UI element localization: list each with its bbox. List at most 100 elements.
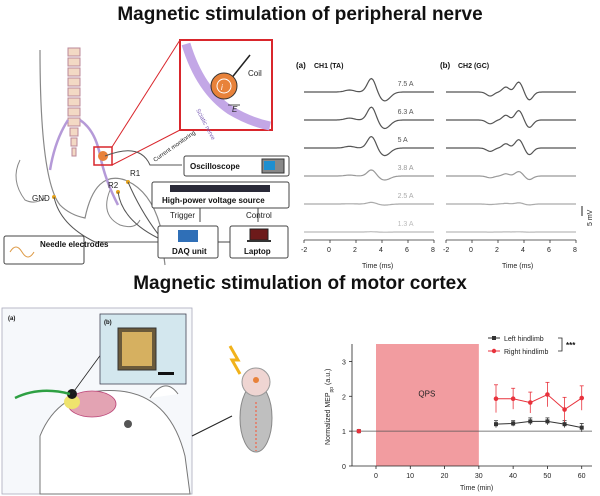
emg-trace	[446, 138, 576, 156]
qps-region	[376, 344, 479, 466]
sciatic-nerve-left	[48, 119, 70, 171]
rat-left-leg	[15, 159, 46, 203]
data-point	[579, 425, 584, 430]
current-i-label: i	[221, 83, 223, 92]
laptop-icon	[249, 228, 269, 241]
gnd-cable	[53, 196, 158, 243]
rat-head	[39, 390, 191, 495]
daq-label: DAQ unit	[172, 247, 207, 256]
top-title: Magnetic stimulation of peripheral nerve	[117, 4, 483, 25]
cortex-panel-a-letter: (a)	[8, 316, 15, 322]
e-field-label: E	[232, 105, 238, 114]
emg-x-tick-label: 6	[547, 247, 551, 254]
legend-marker	[492, 336, 496, 340]
emg-panel-b-letter: (b)	[440, 61, 451, 70]
coil-cable	[104, 150, 182, 166]
data-point	[528, 419, 533, 424]
laptop-label: Laptop	[244, 247, 271, 256]
mep-y-tick-label: 1	[342, 429, 346, 436]
emg-panel-b-channel: CH2 (GC)	[458, 63, 489, 70]
current-label: 3.8 A	[398, 165, 414, 172]
significance-bracket	[558, 337, 563, 352]
rat-right-leg	[106, 189, 141, 228]
r2-cable	[117, 191, 159, 239]
emg-trace	[446, 109, 576, 129]
emg-x-tick-label: 8	[573, 247, 577, 254]
emg-trace	[304, 77, 434, 102]
zoom-coil	[210, 72, 238, 100]
emg-xlabel-ch1: Time (ms)	[362, 263, 393, 270]
trigger-label: Trigger	[170, 211, 195, 220]
emg-x-tick-label: -2	[301, 247, 307, 254]
emg-trace	[304, 169, 434, 181]
current-label: 7.5 A	[398, 81, 414, 88]
r2-label: R2	[108, 181, 119, 190]
zoom-nerve	[181, 42, 271, 131]
coil-photo-scalebar	[158, 372, 174, 375]
mep-x-tick-label: 40	[509, 473, 517, 480]
mep-x-tick-label: 0	[374, 473, 378, 480]
legend-label: Left hindlimb	[504, 336, 544, 343]
r1-label: R1	[130, 169, 141, 178]
emg-x-tick-label: 4	[379, 247, 383, 254]
emg-x-tick-label: 2	[353, 247, 357, 254]
emg-trace	[446, 202, 576, 206]
significance-marker: ***	[566, 341, 576, 350]
emg-x-tick-label: 0	[469, 247, 473, 254]
data-point	[356, 428, 362, 434]
mep-x-tick-label: 30	[475, 473, 483, 480]
emg-x-tick-label: 8	[431, 247, 435, 254]
data-point	[511, 421, 516, 426]
data-point	[545, 419, 550, 424]
emg-traces-ch2	[446, 81, 576, 233]
emg-x-tick-label: 4	[521, 247, 525, 254]
rat-topview-coil	[253, 377, 259, 383]
data-point	[579, 395, 585, 401]
mep-y-tick-label: 3	[342, 359, 346, 366]
oscilloscope-label: Oscilloscope	[190, 162, 240, 171]
control-label: Control	[246, 211, 272, 220]
power-source-label: High-power voltage source	[162, 196, 265, 205]
current-label: 6.3 A	[398, 109, 414, 116]
spine	[67, 47, 81, 157]
data-point	[527, 400, 533, 405]
current-label: 1.3 A	[398, 221, 414, 228]
zoom-line-top	[111, 39, 181, 148]
peripheral-setup-diagram: i Coil Sciatic nerve E GND R2 R1 Current…	[3, 39, 290, 266]
current-label: 2.5 A	[398, 193, 414, 200]
coil-lead-wire	[14, 389, 71, 400]
series-line	[496, 393, 582, 411]
zoom-line-bottom	[111, 129, 181, 166]
needle-electrodes-box	[3, 235, 85, 265]
emg-traces-figure: (a) CH1 (TA) (b) CH2 (GC) 7.5 A6.3 A5 A3…	[296, 61, 594, 270]
r1-cable	[127, 181, 159, 235]
data-point	[494, 422, 498, 427]
coil-windings	[122, 332, 152, 366]
data-point	[545, 392, 550, 397]
rat-body-outline	[39, 49, 166, 266]
coil-marker	[98, 151, 108, 161]
emg-trace	[304, 201, 434, 206]
r1-electrode	[126, 180, 130, 184]
emg-traces-ch1: 7.5 A6.3 A5 A3.8 A2.5 A1.3 A	[304, 77, 434, 233]
bottom-title: Magnetic stimulation of motor cortex	[133, 273, 467, 294]
mep-y-tick-label: 2	[342, 394, 346, 401]
mep-y-tick-label: 0	[342, 464, 346, 471]
mep-x-tick-label: 20	[441, 473, 449, 480]
emg-x-tick-label: -2	[443, 247, 449, 254]
rat-eye	[124, 420, 132, 428]
emg-panel-a-letter: (a)	[296, 61, 306, 70]
needle-icon	[9, 246, 35, 258]
lightning-icon	[228, 345, 242, 375]
legend-marker	[491, 348, 497, 354]
emg-trace	[304, 231, 434, 233]
needle-label: Needle electrodes	[40, 240, 109, 249]
mep-x-tick-label: 50	[543, 473, 551, 480]
mep-x-tick-label: 60	[578, 473, 586, 480]
stimulation-spot	[64, 395, 80, 409]
daq-icon	[178, 230, 198, 242]
zoom-region-box	[93, 146, 113, 166]
